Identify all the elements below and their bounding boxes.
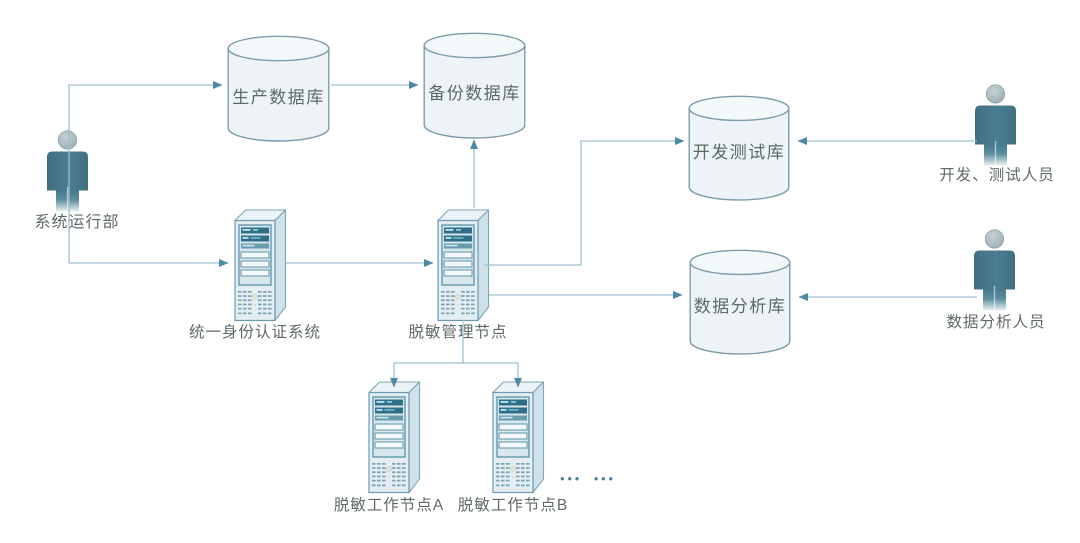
analyst-person-node <box>972 229 1019 311</box>
dev-test-person-node <box>973 84 1020 166</box>
sysops-person-node <box>45 130 92 212</box>
masking-manager-label: 脱敏管理节点 <box>408 324 508 341</box>
auth-server-label: 统一身份认证系统 <box>188 324 321 341</box>
backup-db-node: 备份数据库 <box>423 32 526 138</box>
server-tower-icon <box>367 381 421 494</box>
work-node-a <box>367 381 421 494</box>
person-icon <box>45 130 92 212</box>
masking-manager-node <box>436 209 490 322</box>
production-db-label: 生产数据库 <box>232 88 325 107</box>
person-icon <box>972 229 1019 311</box>
work-node-a-label: 脱敏工作节点A <box>333 497 445 514</box>
server-tower-icon <box>233 209 287 322</box>
dev-test-db-node: 开发测试库 <box>688 95 790 193</box>
server-tower-icon <box>491 381 545 494</box>
person-icon <box>973 84 1020 166</box>
auth-server-node <box>233 209 287 322</box>
dev-test-person-label: 开发、测试人员 <box>939 167 1055 184</box>
dev-test-db-label: 开发测试库 <box>692 143 786 162</box>
analysis-db-label: 数据分析库 <box>693 297 787 316</box>
more-nodes-ellipsis: ●●● ●●● <box>560 474 616 483</box>
edge-masking-to-devtest-db <box>484 137 685 266</box>
work-node-b-label: 脱敏工作节点B <box>457 497 569 514</box>
backup-db-label: 备份数据库 <box>428 84 521 103</box>
analyst-person-label: 数据分析人员 <box>946 314 1046 331</box>
server-tower-icon <box>436 209 490 322</box>
work-node-b <box>491 381 545 494</box>
sysops-person-label: 系统运行部 <box>34 214 120 231</box>
production-db-node: 生产数据库 <box>227 35 330 143</box>
analysis-db-node: 数据分析库 <box>689 249 791 347</box>
